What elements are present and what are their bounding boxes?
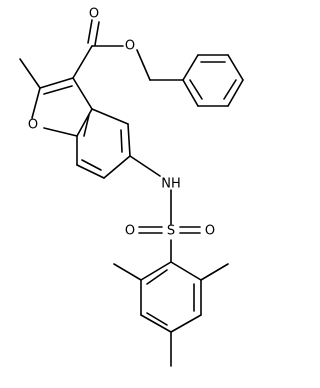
bond	[91, 108, 129, 125]
bond	[72, 77, 93, 110]
bond	[223, 79, 237, 100]
bond	[129, 155, 161, 177]
bond	[83, 114, 90, 137]
carbonyl-oxygen-label: O	[89, 7, 99, 22]
bond	[140, 314, 172, 333]
bond	[39, 77, 74, 89]
bond	[189, 79, 203, 100]
bond	[43, 127, 78, 137]
structure-canvas: O O O NH S O O	[19, 7, 244, 367]
bond	[103, 155, 131, 179]
bond	[170, 314, 202, 333]
amide-nh-label: NH	[161, 177, 181, 192]
bond	[43, 85, 73, 95]
bond	[227, 79, 244, 107]
bond	[81, 159, 102, 171]
bond	[19, 58, 41, 89]
bond	[120, 129, 123, 153]
bond	[146, 312, 168, 326]
bond	[182, 79, 199, 107]
sulfonyl-oxygen-left-label: O	[125, 224, 135, 239]
sulfur-label: S	[167, 224, 175, 239]
bond	[72, 45, 93, 79]
bond	[182, 54, 199, 81]
bond-lines	[19, 19, 244, 367]
bond	[140, 261, 172, 281]
bond	[76, 108, 93, 137]
bond	[87, 19, 93, 44]
atom-labels: O O O NH S O O	[28, 7, 215, 239]
bond	[76, 164, 105, 179]
bond	[227, 54, 244, 81]
ester-oxygen-label: O	[125, 39, 135, 54]
bond	[113, 263, 142, 281]
furan-oxygen-label: O	[28, 118, 38, 133]
sulfonyl-oxygen-right-label: O	[205, 224, 215, 239]
molecule-structure-diagram: O O O NH S O O	[19, 7, 244, 367]
bond	[136, 49, 151, 81]
bond	[31, 87, 41, 119]
bond	[200, 263, 229, 281]
bond	[146, 269, 168, 285]
bond	[127, 123, 131, 157]
bond	[94, 21, 100, 46]
bond	[170, 261, 202, 281]
